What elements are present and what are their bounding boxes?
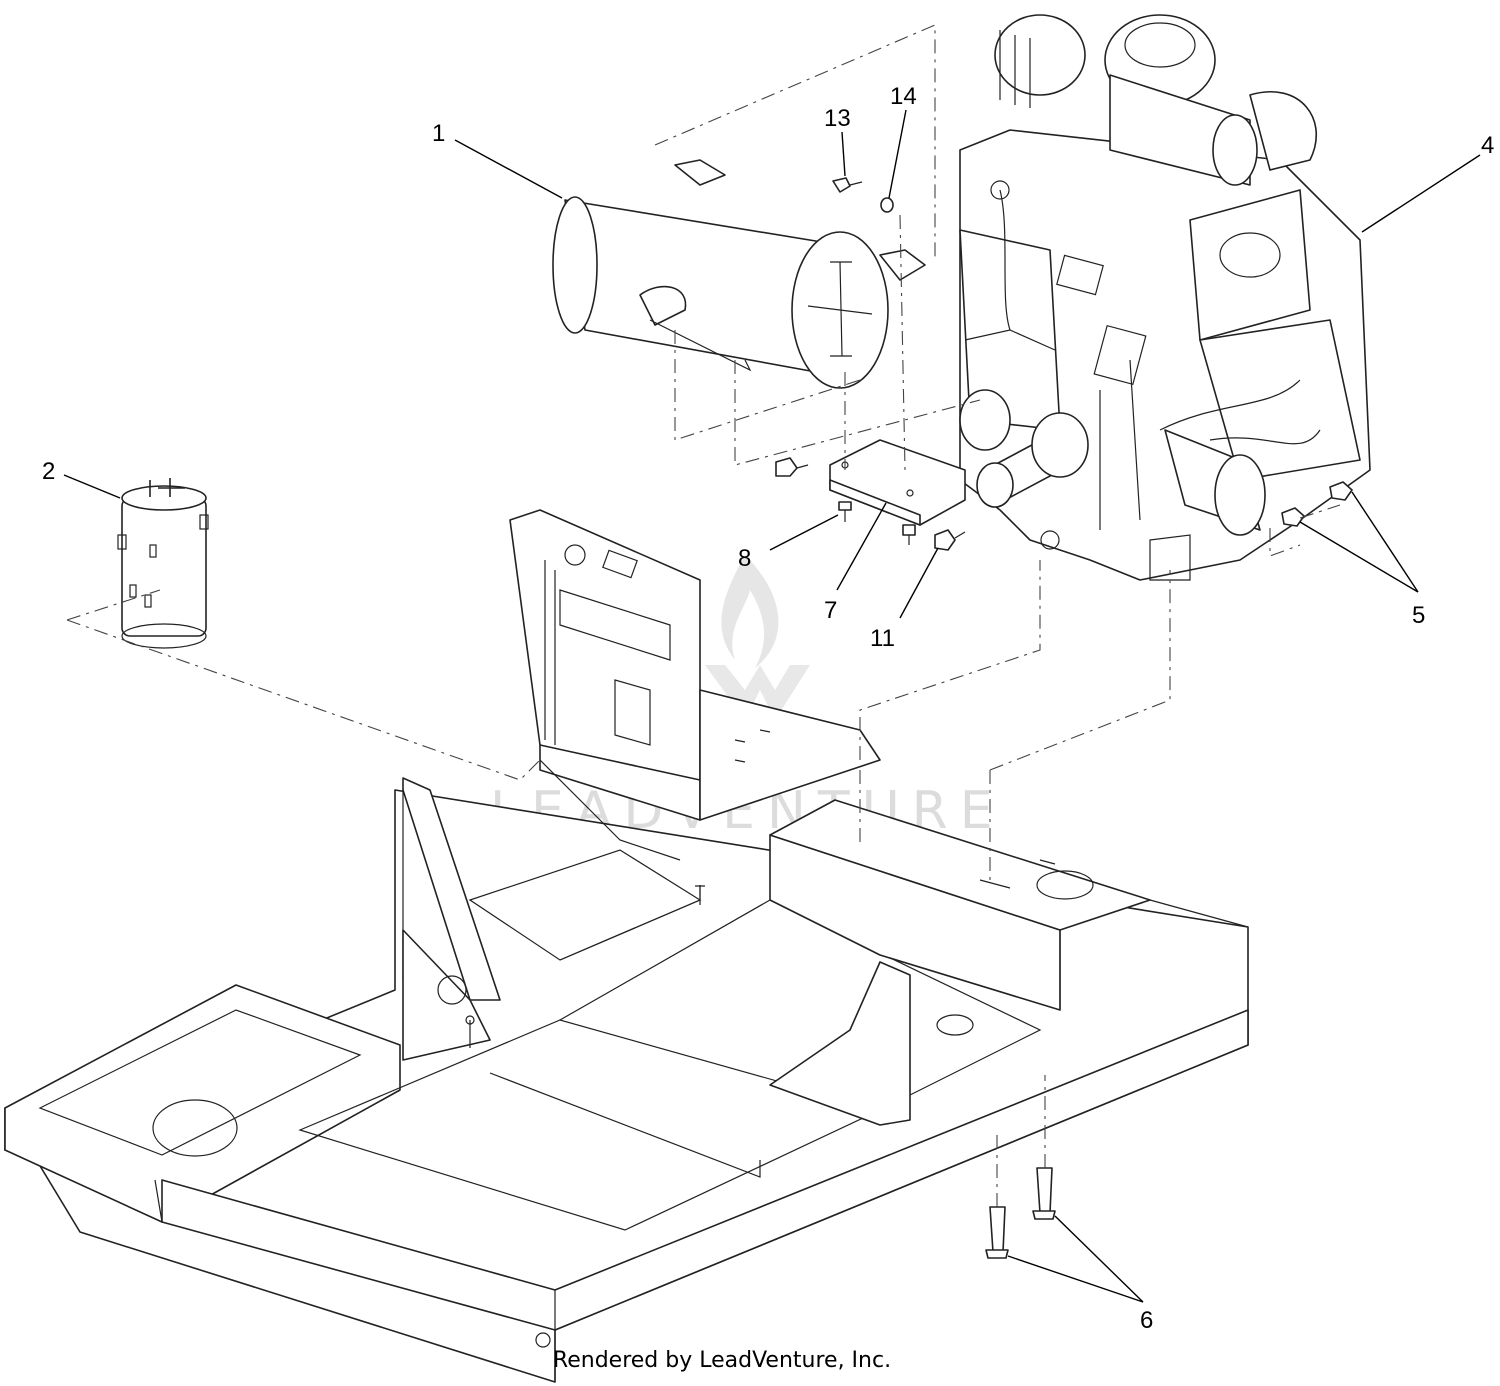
callout-13: 13	[824, 105, 851, 132]
callout-2: 2	[42, 458, 55, 485]
leader-lines	[63, 109, 1481, 1303]
callout-8: 8	[738, 545, 751, 572]
bolts-6	[985, 1167, 1056, 1259]
flange-bolt-11	[934, 529, 966, 551]
callout-5: 5	[1412, 602, 1425, 629]
callout-14: 14	[890, 83, 917, 110]
callout-labels: 1 2 4 5 6 7 8 11 13 14	[42, 83, 1494, 1334]
mounting-bracket	[829, 439, 966, 526]
mower-frame	[4, 509, 1249, 1383]
flame-logo-icon	[705, 555, 810, 720]
washer-14	[880, 197, 894, 213]
callout-7: 7	[824, 597, 837, 624]
callout-11: 11	[870, 625, 895, 652]
callout-6: 6	[1140, 1307, 1153, 1334]
bolt-8	[838, 501, 852, 522]
bolt-13	[832, 177, 863, 193]
assembly-lines	[66, 24, 1341, 1207]
bolt-lower	[902, 524, 916, 545]
muffler	[552, 159, 926, 389]
footer-credit: Rendered by LeadVenture, Inc.	[552, 1348, 892, 1373]
callout-4: 4	[1481, 132, 1494, 159]
callout-1: 1	[432, 120, 445, 147]
nuts-5	[1281, 481, 1353, 527]
bolt-bracket	[775, 457, 809, 477]
engine	[959, 14, 1371, 581]
fuel-canister	[117, 478, 209, 649]
